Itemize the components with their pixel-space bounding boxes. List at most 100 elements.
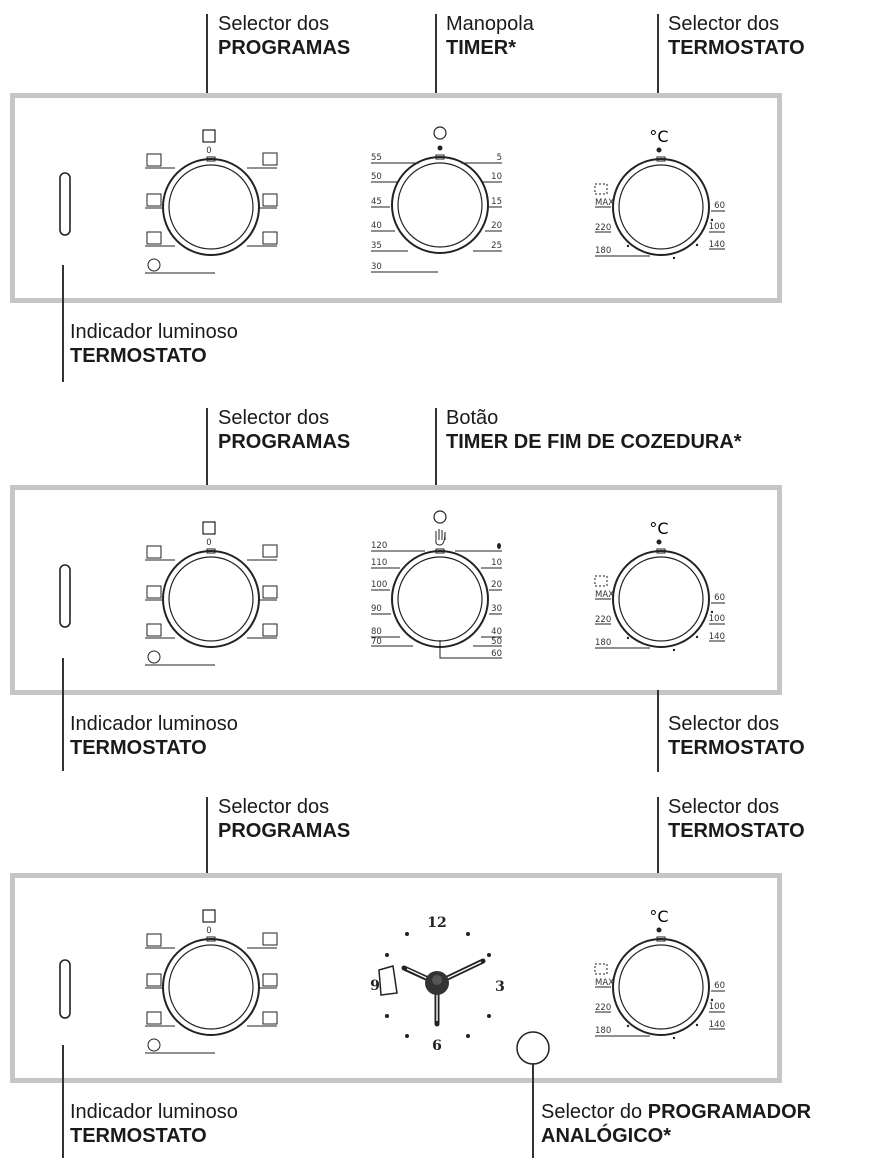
timer-tick-label: 5	[497, 153, 502, 163]
program-zero-mark: 0	[206, 926, 211, 936]
thermo-tick-label: 60	[714, 201, 725, 211]
convection-icon	[262, 193, 278, 207]
end-timer-tick-label: 60	[491, 649, 502, 659]
timer-tick-label: 50	[371, 172, 382, 182]
thermo-tick-label: 100	[709, 614, 725, 624]
clock-numeral-6: 6	[432, 1038, 442, 1054]
hand-icon	[435, 529, 446, 546]
timer-tick-label: 30	[371, 262, 382, 272]
leader-p3-lamp	[62, 1045, 64, 1158]
lamp-icon	[262, 544, 278, 558]
clock-numeral-9: 9	[370, 978, 380, 994]
fan-icon	[147, 650, 161, 664]
leader-p1-thermo	[657, 14, 659, 108]
leader-p1-timer	[435, 14, 437, 108]
bottom-heat-icon	[146, 973, 162, 987]
programs-selector-dial[interactable]: 0	[145, 521, 278, 666]
end-timer-tick-label: 30	[491, 604, 502, 614]
thermo-tick-label: 100	[709, 1002, 725, 1012]
celsius-unit: °C	[649, 519, 668, 538]
timer-knob-dial[interactable]: 55 50 45 40 35 30 5 10 15 20 25	[371, 126, 502, 273]
bottom-heat-icon	[146, 585, 162, 599]
thermostat-selector-dial[interactable]: °C MAX 220 180 60 100 140	[594, 127, 725, 260]
control-panel-1: 0	[10, 93, 782, 303]
end-timer-tick-label: 40	[491, 627, 502, 637]
thermostat-selector-dial[interactable]: °C MAX 220 180 60 100 140	[594, 907, 725, 1040]
bottom-heat-icon	[146, 193, 162, 207]
defrost-icon	[262, 623, 278, 637]
program-zero-mark: 0	[206, 146, 211, 156]
defrost-icon	[262, 231, 278, 245]
thermostat-selector-dial[interactable]: °C MAX 220 180 60 100 140	[594, 519, 725, 652]
leader-p1-lamp	[62, 265, 64, 382]
timer-tick-label: 40	[371, 221, 382, 231]
end-timer-tick-label: 120	[371, 541, 387, 551]
end-timer-tick-label: 110	[371, 558, 387, 568]
leader-p1-programs	[206, 14, 208, 108]
end-timer-tick-label: 80	[371, 627, 382, 637]
thermostat-indicator-lamp	[59, 959, 71, 1019]
thermo-tick-label: 220	[595, 615, 611, 625]
fan-icon	[147, 258, 161, 272]
thermo-tick-label: 180	[595, 246, 611, 256]
turbo-grill-icon	[146, 1011, 162, 1025]
thermo-tick-label: 60	[714, 981, 725, 991]
leader-p2-lamp	[62, 658, 64, 771]
thermo-tick-label: 220	[595, 223, 611, 233]
convection-icon	[262, 973, 278, 987]
leader-p3-thermo	[657, 797, 659, 889]
end-timer-tick-label: 20	[491, 580, 502, 590]
analog-programmer-selector[interactable]	[516, 1031, 550, 1065]
program-zero-mark: 0	[206, 538, 211, 548]
thermo-tick-label: 100	[709, 222, 725, 232]
control-panel-3: 0 12 3 6 9	[10, 873, 782, 1083]
leader-p3-programs	[206, 797, 208, 889]
grill-icon	[146, 933, 162, 947]
thermo-tick-label: 220	[595, 1003, 611, 1013]
thermo-max-label: MAX	[595, 590, 614, 600]
leader-p2-programs	[206, 408, 208, 501]
clock-numeral-3: 3	[495, 979, 505, 995]
grill-icon	[146, 153, 162, 167]
end-timer-tick-label: 70	[371, 637, 382, 647]
thermo-tick-label: 60	[714, 593, 725, 603]
analog-clock: 12 3 6 9	[370, 915, 505, 1054]
grill-icon	[146, 545, 162, 559]
turbo-grill-icon	[146, 231, 162, 245]
end-timer-tick-label: 10	[491, 558, 502, 568]
leader-p3-analog	[532, 1063, 534, 1158]
thermostat-indicator-lamp	[59, 564, 71, 628]
timer-tick-label: 55	[371, 153, 382, 163]
timer-tick-label: 45	[371, 197, 382, 207]
end-timer-tick-label: 50	[491, 637, 502, 647]
end-timer-tick-label: 100	[371, 580, 387, 590]
end-timer-dial[interactable]: 120 110 100 90 80 70 10 20 30 40 50 60	[371, 510, 502, 659]
programs-selector-dial[interactable]: 0	[145, 129, 278, 274]
lamp-icon	[262, 932, 278, 946]
thermo-max-label: MAX	[595, 978, 614, 988]
control-panel-2: 0	[10, 485, 782, 695]
leader-p2-thermo	[657, 690, 659, 772]
thermo-tick-label: 180	[595, 1026, 611, 1036]
thermo-tick-label: 140	[709, 632, 725, 642]
convection-icon	[262, 585, 278, 599]
celsius-unit: °C	[649, 127, 668, 146]
thermostat-indicator-lamp	[59, 172, 71, 236]
clock-numeral-12: 12	[427, 915, 446, 931]
timer-tick-label: 15	[491, 197, 502, 207]
end-timer-tick-label: 90	[371, 604, 382, 614]
thermo-tick-label: 180	[595, 638, 611, 648]
programs-selector-dial[interactable]: 0	[145, 909, 278, 1054]
fan-icon	[147, 1038, 161, 1052]
clock-icon	[433, 126, 447, 140]
